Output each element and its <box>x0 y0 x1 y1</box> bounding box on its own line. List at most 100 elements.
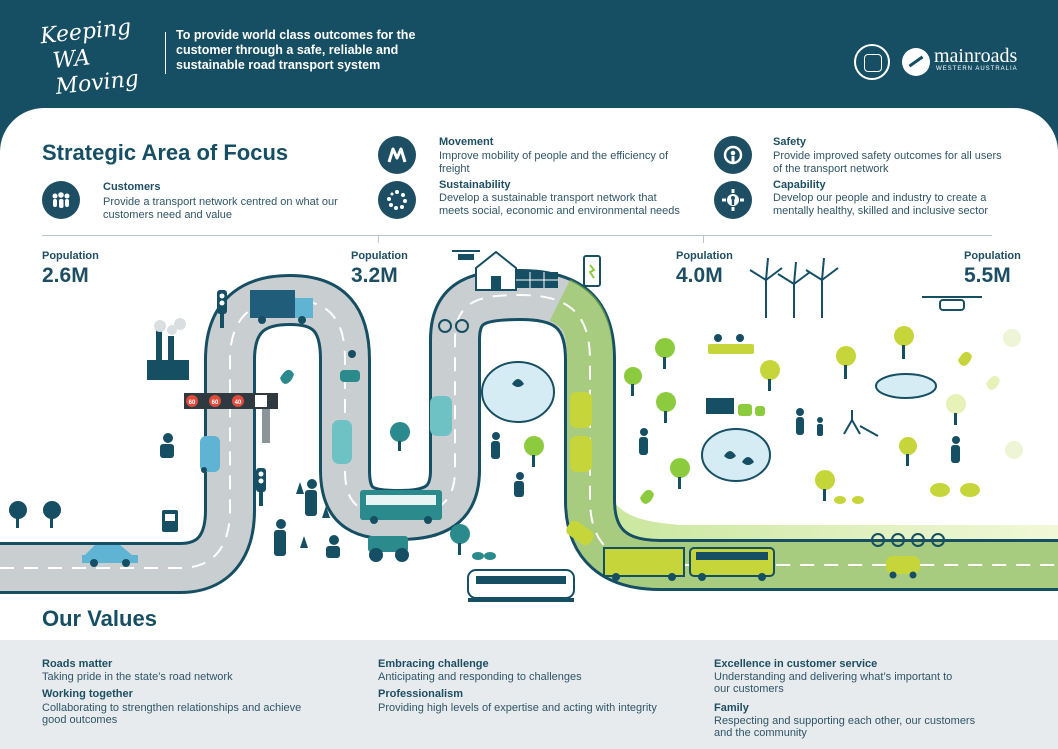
focus-heading-sustainability: Sustainability <box>439 179 511 191</box>
population-value: 2.6M <box>42 264 89 287</box>
focus-heading-capability: Capability <box>773 179 826 191</box>
header-divider <box>165 32 166 74</box>
ev-charger-icon <box>583 255 601 287</box>
value-desc-working-together: Collaborating to strengthen relationship… <box>42 702 302 726</box>
fuel-pump-icon <box>162 510 178 532</box>
value-desc-roads-matter: Taking pride in the state’s road network <box>42 671 233 683</box>
population-marker-2: Population 3.2M <box>351 250 408 288</box>
factory-icon <box>147 318 189 380</box>
keeping-wa-moving-logo: Keeping WA Moving <box>39 12 165 100</box>
movement-icon <box>378 136 416 174</box>
family-walking-icon <box>796 408 823 436</box>
drone-icon <box>452 250 480 260</box>
speed-sign-1: 60 <box>189 400 196 406</box>
population-marker-1: Population 2.6M <box>42 250 99 288</box>
mission-statement: To provide world class outcomes for the … <box>176 28 416 72</box>
population-label: Population <box>676 250 733 262</box>
kangaroo-icon <box>280 351 1000 504</box>
population-value: 3.2M <box>351 264 398 287</box>
speed-sign-3: 40 <box>235 400 242 406</box>
motorcyclist-icon <box>340 350 360 382</box>
bus-icon <box>360 490 442 524</box>
value-heading-embracing-challenge: Embracing challenge <box>378 658 489 670</box>
speed-sign-gantry: 60 60 40 <box>184 393 278 443</box>
brand-name: mainroads <box>934 45 1018 67</box>
focus-heading-movement: Movement <box>439 136 494 148</box>
traffic-light-icon <box>256 468 266 506</box>
road-centre-line <box>0 293 1058 569</box>
value-heading-working-together: Working together <box>42 688 133 700</box>
capability-icon <box>714 181 752 219</box>
drone-icon <box>922 296 982 311</box>
logo-line-2: WA Moving <box>51 45 141 100</box>
population-timeline <box>42 235 992 236</box>
population-label: Population <box>351 250 408 262</box>
focus-desc-sustainability: Develop a sustainable transport network … <box>439 192 680 217</box>
population-value: 4.0M <box>676 264 723 287</box>
worker-icon <box>160 428 960 558</box>
people-icon <box>42 181 80 219</box>
wind-turbine-icon <box>749 257 839 318</box>
green-verge <box>580 430 1058 560</box>
focus-heading-customers: Customers <box>103 181 161 193</box>
value-heading-professionalism: Professionalism <box>378 688 463 700</box>
car-icon <box>430 396 452 436</box>
hedgehog-icon <box>472 496 864 560</box>
values-title: Our Values <box>42 606 157 631</box>
value-desc-excellence: Understanding and delivering what’s impo… <box>714 671 953 695</box>
focus-desc-customers: Provide a transport network centred on w… <box>103 196 338 221</box>
value-heading-family: Family <box>714 702 749 714</box>
car-icon <box>332 420 352 464</box>
truck-icon <box>250 290 313 324</box>
value-heading-excellence: Excellence in customer service <box>714 658 878 670</box>
traffic-light-icon <box>217 290 227 328</box>
lake-icon <box>481 361 555 423</box>
population-marker-3: Population 4.0M <box>676 250 733 288</box>
cone-icon <box>296 482 330 548</box>
car-icon <box>200 436 220 473</box>
car-icon <box>886 556 920 579</box>
population-label: Population <box>964 250 1021 262</box>
lake-icon <box>875 373 937 399</box>
train-icon <box>467 569 575 602</box>
emu-icon <box>930 483 980 497</box>
car-icon <box>82 545 138 567</box>
mainroads-logo-icon <box>902 48 930 76</box>
lime-truck-icon <box>603 547 685 581</box>
road-illustration: 60 60 40 <box>0 250 1058 602</box>
population-tick <box>378 235 379 243</box>
value-desc-family: Respecting and supporting each other, ou… <box>714 715 976 739</box>
lime-bus-icon <box>689 547 775 581</box>
house-icon <box>475 250 517 291</box>
population-value: 5.5M <box>964 264 1011 287</box>
population-tick <box>703 235 704 243</box>
speed-sign-2: 60 <box>212 400 219 406</box>
value-heading-roads-matter: Roads matter <box>42 658 113 670</box>
safety-icon <box>714 136 752 174</box>
sustainability-icon <box>378 181 416 219</box>
solar-panel-icon <box>516 272 558 288</box>
roller-machine-icon <box>368 536 409 562</box>
focus-heading-safety: Safety <box>773 136 807 148</box>
focus-desc-movement: Improve mobility of people and the effic… <box>439 150 669 175</box>
car-icon <box>570 392 592 428</box>
cyclist-icon <box>438 319 945 547</box>
tree-icon <box>9 326 1023 555</box>
brand-subtitle: WESTERN AUSTRALIA <box>936 66 1018 72</box>
population-marker-4: Population 5.5M <box>964 250 1021 288</box>
playground-icon <box>843 410 879 437</box>
values-band <box>0 640 1058 749</box>
focus-title: Strategic Area of Focus <box>42 140 289 165</box>
lake-icon <box>701 428 771 482</box>
swan-icon <box>512 379 524 387</box>
value-desc-professionalism: Providing high levels of expertise and a… <box>378 702 657 714</box>
focus-desc-capability: Develop our people and industry to creat… <box>773 192 989 217</box>
lime-car-icon <box>566 520 594 546</box>
bus-stop-icon <box>706 398 765 416</box>
car-icon <box>570 436 592 472</box>
swan-icon <box>724 451 754 465</box>
population-label: Population <box>42 250 99 262</box>
picnic-icon <box>708 334 754 354</box>
value-desc-embracing-challenge: Anticipating and responding to challenge… <box>378 671 582 683</box>
wa-crest-icon <box>854 44 890 80</box>
